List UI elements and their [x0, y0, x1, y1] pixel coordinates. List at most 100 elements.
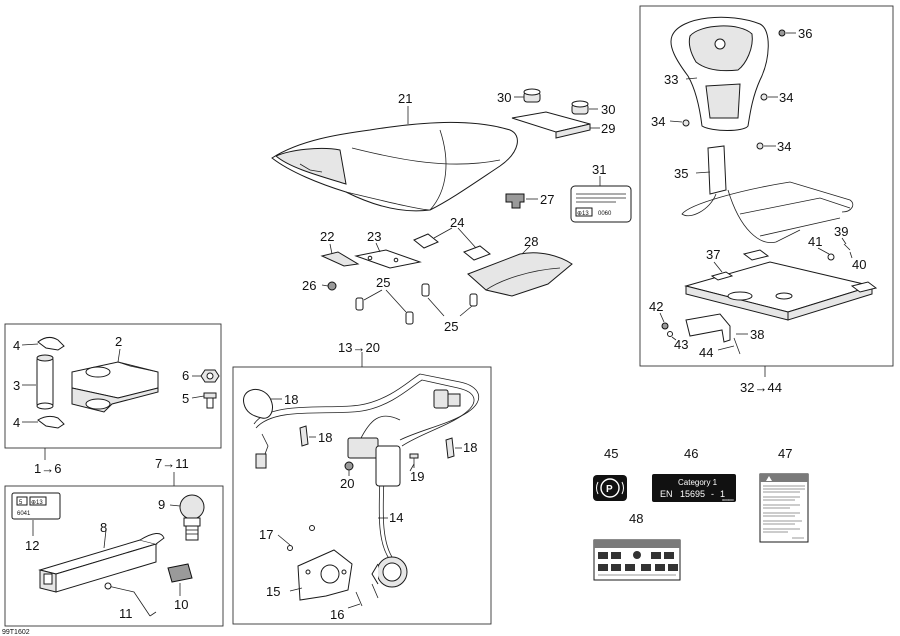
- decal-31-code-b: 0060: [598, 211, 612, 217]
- callout-14: 14: [389, 510, 403, 525]
- part-9-hitch-ball: [179, 494, 205, 541]
- part-33-backrest: [670, 16, 769, 131]
- callout-34-right-bottom: 34: [777, 139, 791, 154]
- category-number: 15695: [680, 489, 705, 499]
- callout-13-20: 13→20: [338, 340, 380, 355]
- callout-20: 20: [340, 476, 354, 491]
- callout-46: 46: [684, 446, 698, 461]
- callout-10: 10: [174, 597, 188, 612]
- category-en: EN: [660, 489, 673, 499]
- kit-box-1-6: 1→6 2: [4, 323, 222, 476]
- part-16-screws: [355, 583, 379, 607]
- callout-4-top: 4: [13, 338, 20, 353]
- decal-31-code-a: ⊕13: [577, 211, 589, 217]
- callout-30-left: 30: [497, 90, 511, 105]
- callout-7-11: 7→11: [155, 456, 189, 471]
- callout-34-left: 34: [651, 114, 665, 129]
- callout-33: 33: [664, 72, 678, 87]
- callout-34-right-top: 34: [779, 90, 793, 105]
- part-30-bumper-right: [571, 100, 589, 115]
- callout-38: 38: [750, 327, 764, 342]
- part-38-bracket: [685, 313, 731, 343]
- part-4-clip-bottom: [37, 415, 65, 429]
- part-18-cable-loop: [243, 389, 273, 419]
- callout-4-bottom: 4: [13, 415, 20, 430]
- part-11-pin: [104, 582, 157, 617]
- part-43-washer: [667, 331, 673, 337]
- callout-18-middle: 18: [318, 430, 332, 445]
- plate-box-2-text: ⊕13: [31, 500, 43, 506]
- part-8-receiver-bar: [38, 533, 165, 593]
- part-48-loading-decal: [593, 539, 681, 581]
- category-title: Category 1: [678, 478, 718, 487]
- part-12-plate: 5 ⊕13 6041: [11, 492, 61, 520]
- decals: 45 P 46 Category 1 EN 15695 - 1 0000000 …: [593, 446, 809, 581]
- callout-25-bottom: 25: [444, 319, 458, 334]
- part-20-grommet: [344, 461, 354, 471]
- callout-18-right: 18: [463, 440, 477, 455]
- callout-44: 44: [699, 345, 713, 360]
- part-4-clip-top: [37, 336, 65, 351]
- part-19-screw: [409, 453, 419, 468]
- part-14-harness: [253, 373, 480, 561]
- part-24-brackets: [413, 233, 491, 261]
- callout-8: 8: [100, 520, 107, 535]
- category-dash: -: [711, 489, 714, 499]
- callout-36: 36: [798, 26, 812, 41]
- part-42-nut: [661, 322, 669, 330]
- callout-30-right: 30: [601, 102, 615, 117]
- plate-code-text: 6041: [17, 511, 31, 517]
- part-26-nut: [327, 281, 337, 291]
- part-28-cover: [467, 252, 573, 297]
- part-27-latch: [505, 193, 525, 209]
- part-44-pin: [733, 337, 741, 355]
- callout-18-top: 18: [284, 392, 298, 407]
- callout-47: 47: [778, 446, 792, 461]
- seat-assembly: 21 30 30 29 27: [271, 88, 632, 334]
- kit-box-32-44: 32→44 33 36 34 34 34: [639, 5, 894, 395]
- callout-27: 27: [540, 192, 554, 207]
- part-31-decal: ⊕13 0060: [570, 185, 632, 223]
- kit-box-7-11: 7→11 5 ⊕13 6041 12 8: [4, 456, 224, 627]
- callout-21: 21: [398, 91, 412, 106]
- part-23-bracket: [354, 249, 422, 269]
- reference-code: 99T1602: [2, 629, 30, 636]
- category-class: 1: [720, 489, 725, 499]
- part-5-bolt: [203, 392, 217, 409]
- callout-17: 17: [259, 527, 273, 542]
- part-25-spacers: [355, 283, 478, 325]
- part-21-seat: [271, 121, 518, 212]
- part-18-clip-left: [299, 425, 309, 447]
- part-18-clip-right: [445, 437, 455, 459]
- callout-16: 16: [330, 607, 344, 622]
- callout-43: 43: [674, 337, 688, 352]
- part-41-washer: [827, 253, 835, 261]
- callout-32-44: 32→44: [740, 380, 782, 395]
- callout-26: 26: [302, 278, 316, 293]
- callout-40: 40: [852, 257, 866, 272]
- part-35-frame: [681, 145, 854, 243]
- part-17-nuts: [287, 525, 315, 551]
- part-46-category-decal: Category 1 EN 15695 - 1 0000000: [652, 474, 736, 502]
- kit-box-13-20: 13→20 14 18 18: [232, 340, 492, 625]
- part-14-socket: [371, 556, 408, 588]
- callout-39: 39: [834, 224, 848, 239]
- svg-text:P: P: [606, 484, 613, 495]
- callout-6: 6: [182, 368, 189, 383]
- part-39-pin: [843, 243, 851, 251]
- callout-41: 41: [808, 234, 822, 249]
- part-22-clip: [320, 251, 360, 267]
- plate-box-1-text: 5: [19, 500, 23, 506]
- part-15-mounting-plate: [297, 549, 353, 601]
- part-34-screws: [682, 93, 768, 150]
- category-small-code: 0000000: [722, 498, 734, 502]
- callout-31: 31: [592, 162, 606, 177]
- callout-5: 5: [182, 391, 189, 406]
- callout-23: 23: [367, 229, 381, 244]
- callout-2: 2: [115, 334, 122, 349]
- part-2-bracket: [71, 361, 159, 413]
- part-30-bumper-left: [523, 88, 541, 103]
- part-45-parking-brake-decal: P: [593, 475, 627, 501]
- callout-48: 48: [629, 511, 643, 526]
